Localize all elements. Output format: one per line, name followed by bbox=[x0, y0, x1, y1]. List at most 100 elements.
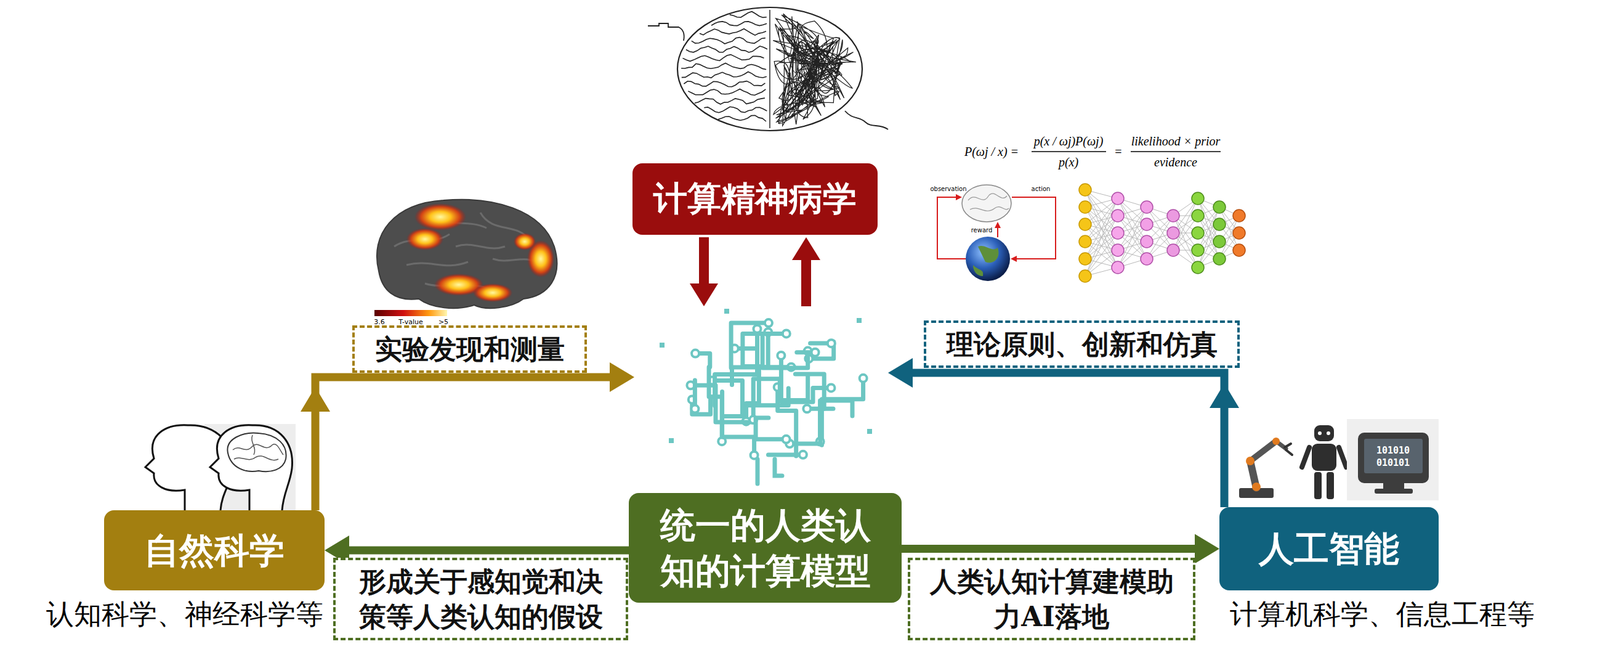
circuit-trace bbox=[757, 458, 783, 484]
nn-neuron bbox=[1191, 261, 1205, 274]
activation-brain-figure bbox=[472, 283, 513, 302]
circuit-pad bbox=[764, 319, 773, 327]
brain-maze bbox=[682, 54, 765, 62]
nn-neuron bbox=[1078, 200, 1092, 214]
brain-maze bbox=[694, 97, 765, 105]
nn-neuron bbox=[1191, 209, 1205, 222]
figure-label: p(x) bbox=[1058, 155, 1079, 169]
nn-neuron bbox=[1232, 226, 1246, 239]
circuit-pad bbox=[799, 450, 807, 459]
rl-loop-figure bbox=[997, 226, 999, 238]
ai-icons bbox=[1357, 432, 1429, 483]
arrow-head bbox=[1194, 533, 1220, 564]
scribble-brain-figure bbox=[647, 7, 889, 131]
circuit-pad bbox=[811, 348, 820, 356]
ai-icons bbox=[1301, 447, 1310, 467]
ai-icons bbox=[1284, 443, 1293, 455]
formula-bars bbox=[1031, 150, 1107, 153]
box-title: 形成关于感知觉和决策等人类认知的假设 bbox=[346, 563, 615, 634]
ai-icons bbox=[1326, 471, 1334, 499]
brain-scribble bbox=[772, 13, 857, 126]
note-box: 人类认知计算建模助力AI落地 bbox=[907, 557, 1196, 640]
circuit-pad bbox=[753, 325, 761, 333]
figure-label: T-value bbox=[398, 318, 423, 326]
nn-neuron bbox=[1078, 218, 1092, 231]
box-subtitle: 计算机科学、信息工程等 bbox=[1229, 597, 1535, 631]
circuit-pad bbox=[782, 329, 791, 337]
circuit-pad bbox=[827, 383, 835, 392]
topic-box: 统一的人类认知的计算模型 bbox=[628, 492, 902, 603]
note-box: 形成关于感知觉和决策等人类认知的假设 bbox=[333, 557, 629, 640]
neural-network-figure bbox=[1078, 183, 1246, 283]
circuit-brain-figure bbox=[659, 308, 873, 484]
nn-neuron bbox=[1213, 252, 1226, 265]
circuit-dot bbox=[668, 437, 674, 443]
nn-neuron bbox=[1167, 243, 1180, 257]
box-title: 计算精神病学 bbox=[653, 176, 857, 222]
nn-neuron bbox=[1078, 269, 1092, 283]
box-title: 自然科学 bbox=[144, 527, 285, 573]
nn-neuron bbox=[1191, 226, 1205, 239]
rl-loop-figure bbox=[965, 236, 1011, 281]
box-title: 实验发现和测量 bbox=[375, 331, 565, 367]
rl-loop-figure bbox=[968, 193, 1009, 211]
nn-neuron bbox=[1140, 218, 1153, 231]
activation-brain-figure bbox=[374, 309, 448, 316]
circuit-pad bbox=[803, 404, 811, 413]
nn-neuron bbox=[1111, 243, 1124, 257]
ai-icons bbox=[1311, 443, 1337, 471]
nn-neuron bbox=[1232, 243, 1246, 257]
ai-icons bbox=[1346, 418, 1439, 501]
brain-maze bbox=[718, 115, 767, 122]
head-silhouettes bbox=[227, 432, 286, 472]
figure-label: P(ωj / x) = bbox=[964, 144, 1019, 159]
brain-maze bbox=[729, 11, 767, 18]
nn-neuron bbox=[1078, 252, 1092, 265]
nn-neuron bbox=[1191, 243, 1205, 257]
ai-icons bbox=[1326, 431, 1331, 435]
formula-bars bbox=[1130, 150, 1221, 153]
circuit-trace bbox=[753, 378, 780, 420]
circuit-dot bbox=[724, 308, 730, 314]
rl-loop-figure bbox=[937, 197, 966, 259]
nn-neuron bbox=[1111, 261, 1124, 274]
note-box: 理论原则、创新和仿真 bbox=[923, 320, 1240, 368]
circuit-dot bbox=[867, 428, 873, 434]
red-arrows bbox=[698, 237, 709, 286]
gold-arrow bbox=[609, 362, 635, 392]
activation-brain-figure bbox=[376, 199, 558, 308]
circuit-dot bbox=[856, 317, 862, 323]
ai-icons bbox=[1314, 471, 1322, 499]
nn-neuron bbox=[1111, 226, 1124, 239]
connector-line bbox=[344, 546, 629, 555]
scribble-line bbox=[844, 110, 889, 130]
topic-box: 计算精神病学 bbox=[632, 163, 878, 235]
topic-box: 自然科学认知科学、神经科学等 bbox=[104, 509, 325, 590]
rl-loop-figure bbox=[994, 221, 1001, 228]
brain-maze bbox=[683, 81, 765, 87]
note-box: 实验发现和测量 bbox=[352, 325, 587, 373]
figure-label: 101010 bbox=[1376, 445, 1410, 456]
scribble-line bbox=[647, 23, 685, 41]
ai-icons bbox=[1338, 447, 1347, 467]
red-arrows bbox=[801, 258, 812, 307]
ai-icons bbox=[1364, 438, 1423, 473]
ai-icons bbox=[1314, 424, 1334, 441]
ai-icons bbox=[1252, 482, 1261, 491]
nn-link bbox=[1173, 215, 1198, 268]
figure-label: >5 bbox=[438, 318, 449, 326]
ai-icons bbox=[1383, 482, 1405, 489]
rl-loop-figure bbox=[973, 245, 999, 276]
brain-maze bbox=[703, 106, 767, 113]
brain-maze bbox=[699, 28, 767, 36]
red-arrows bbox=[689, 237, 821, 307]
rl-loop-figure bbox=[937, 184, 1056, 281]
nn-neuron bbox=[1213, 200, 1226, 214]
figure-label: reward bbox=[971, 226, 993, 234]
nn-neuron bbox=[1078, 183, 1092, 196]
brain-outline bbox=[677, 7, 863, 131]
teal-arrow bbox=[1209, 383, 1240, 408]
head-silhouettes bbox=[232, 434, 284, 461]
red-arrows bbox=[689, 283, 719, 307]
gold-arrow bbox=[300, 386, 331, 412]
